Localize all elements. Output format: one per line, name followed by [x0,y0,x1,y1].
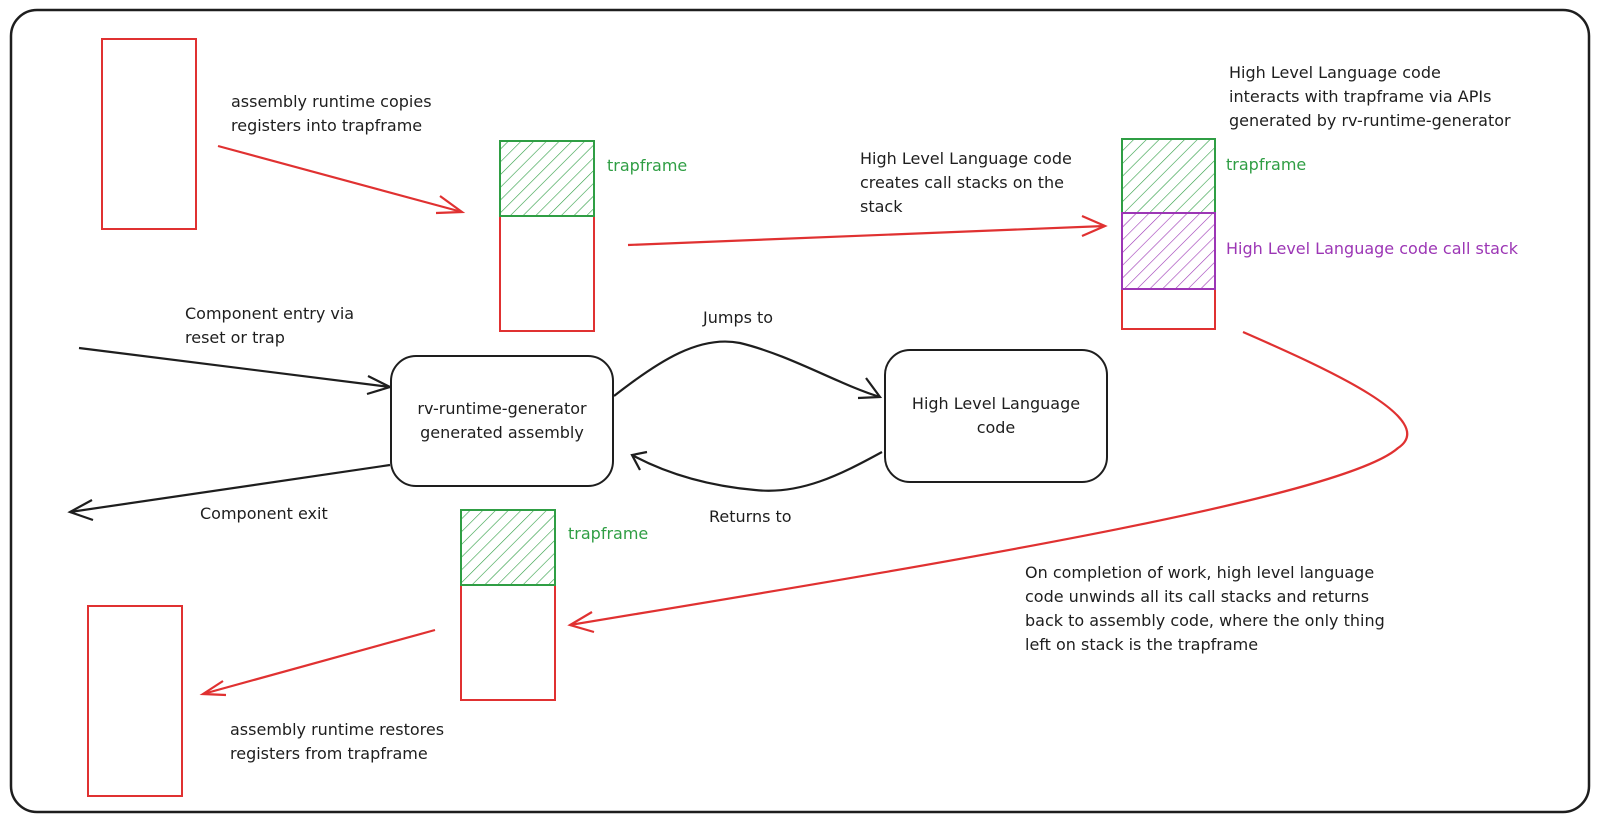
registers-block-top [101,38,197,230]
restore-arrow [199,628,436,697]
exit-label: Component exit [200,504,328,523]
restore-registers-label: assembly runtime restores registers from… [230,720,445,763]
jumps-to-label: Jumps to [703,308,774,327]
assembly-node[interactable]: rv-runtime-generator generated assembly [390,355,614,487]
exit-arrow [67,463,391,522]
outer-frame [9,8,1591,814]
stack-1-trapframe [499,140,595,217]
returns-to-arrow [630,450,883,492]
creates-stack-arrow [627,214,1108,247]
interacts-label: High Level Language code interacts with … [1229,63,1511,130]
entry-label: Component entry via reset or trap [185,304,355,347]
unwind-arrow [567,330,1409,634]
trapframe-label-1: trapframe [607,156,688,175]
returns-to-label: Returns to [709,507,792,526]
trapframe-label-2: trapframe [1226,155,1307,174]
stack-3-trapframe [460,509,556,586]
stack-2-trapframe [1121,138,1216,214]
creates-stacks-label: High Level Language code creates call st… [860,149,1072,216]
hll-node[interactable]: High Level Language code [884,349,1108,483]
jumps-to-arrow [613,340,883,400]
stack-2 [1121,138,1216,330]
entry-arrow [78,346,393,396]
stack-1 [499,140,595,332]
call-stack-label: High Level Language code call stack [1226,239,1518,258]
registers-block-bottom [87,605,183,797]
copy-arrow [217,144,466,215]
completion-label: On completion of work, high level langua… [1025,563,1385,654]
copy-registers-label: assembly runtime copies registers into t… [231,92,432,135]
stack-2-callstack [1121,212,1216,290]
trapframe-label-3: trapframe [568,524,649,543]
stack-3 [460,509,556,701]
